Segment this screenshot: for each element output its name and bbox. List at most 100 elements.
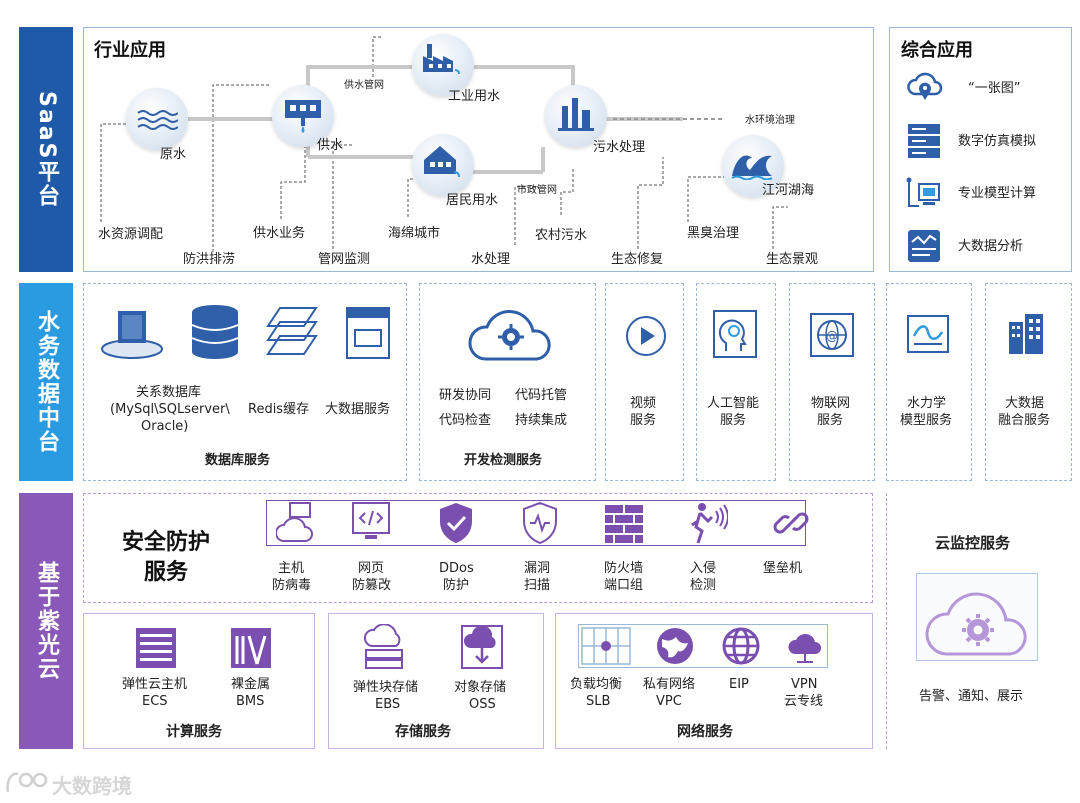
security-firewall-label-1: 防火墙 [604, 561, 644, 576]
network-services-title: 网络服务 [677, 724, 733, 740]
factory-icon [423, 44, 460, 75]
ai-service-label-2: 服务 [720, 413, 747, 428]
supply-business-label: 供水业务 [253, 226, 306, 241]
water-supply-icon [285, 100, 321, 133]
model-computing-icon [906, 177, 940, 207]
compute-ecs-label-2: ECS [142, 694, 168, 709]
compute-ecs-label-1: 弹性云主机 [122, 677, 188, 692]
security-firewall-label-2: 端口组 [604, 578, 644, 593]
integrated-application-title: 综合应用 [901, 40, 973, 61]
network-vpn-label-2: 云专线 [784, 694, 824, 709]
raw-water-label: 原水 [160, 147, 187, 162]
ziguang-cloud-band: 基于紫光云 [19, 493, 73, 749]
relational-database-label-1: 关系数据库 [136, 385, 202, 400]
hydraulic-model-panel [886, 283, 972, 481]
cloud-gear-icon [468, 310, 551, 361]
play-video-icon [626, 316, 666, 356]
security-intrusion-label-2: 检测 [690, 578, 717, 593]
cloud-location-icon [907, 72, 943, 100]
security-host-label-2: 防病毒 [272, 578, 312, 593]
water-environment-label: 水环境治理 [745, 115, 795, 126]
network-vpc-label-2: VPC [656, 694, 682, 709]
raw-water-node [126, 88, 188, 150]
flood-control-label: 防洪排涝 [183, 252, 236, 267]
integrated-item-simulation: 数字仿真模拟 [958, 134, 1037, 149]
iot-service-label-1: 物联网 [811, 396, 851, 411]
svg-text:@: @ [826, 329, 838, 343]
hydraulic-model-label-2: 模型服务 [900, 413, 953, 428]
rivers-lakes-label: 江河湖海 [762, 183, 815, 198]
redis-cache-icon [191, 305, 239, 359]
eip-globe-icon [722, 627, 760, 665]
cloud-monitor-title: 云监控服务 [935, 534, 1011, 552]
water-treatment-label: 水处理 [471, 252, 511, 267]
devops-item-ci: 持续集成 [515, 413, 568, 428]
iot-service-label-2: 服务 [817, 413, 844, 428]
storage-oss-label-1: 对象存储 [454, 680, 507, 695]
storage-oss-label-2: OSS [469, 697, 496, 712]
relational-database-label-2: (MySql\SQLserver\ [110, 402, 230, 417]
network-eip-label: EIP [729, 677, 749, 692]
network-slb-label-2: SLB [586, 694, 611, 709]
municipal-network-label: 市政管网 [517, 185, 557, 196]
oss-object-storage-icon [461, 625, 503, 669]
black-odor-label: 黑臭治理 [687, 226, 740, 241]
water-allocation-label: 水资源调配 [98, 227, 164, 242]
iot-globe-icon: @ [810, 313, 854, 357]
integrated-item-model: 专业模型计算 [958, 186, 1037, 201]
firewall-icon [605, 505, 643, 543]
security-web-label-2: 防篡改 [352, 578, 392, 593]
cloud-monitor-gear-icon [925, 592, 1027, 656]
data-analysis-icon [908, 230, 940, 262]
vulnerability-scan-icon [523, 501, 557, 545]
ebs-block-storage-icon [363, 624, 403, 669]
eco-landscape-label: 生态景观 [766, 252, 819, 267]
watermark-logo-icon [6, 772, 48, 793]
slb-load-balancer-icon [581, 627, 631, 665]
rural-sewage-label: 农村污水 [535, 228, 588, 243]
devops-services-panel [419, 283, 596, 481]
rivers-lakes-node [722, 135, 784, 197]
river-wave-icon [731, 155, 773, 180]
storage-ebs-label-1: 弹性块存储 [353, 680, 419, 695]
devops-item-hosting: 代码托管 [515, 388, 568, 403]
bigdata-fusion-label-2: 融合服务 [998, 413, 1051, 428]
ddos-shield-icon [440, 503, 472, 543]
bastion-host-icon [773, 512, 809, 534]
storage-ebs-label-2: EBS [375, 697, 401, 712]
host-antivirus-icon [276, 502, 313, 542]
relational-database-icon [101, 311, 163, 359]
devops-item-inspect: 代码检查 [439, 413, 492, 428]
compute-bms-label-2: BMS [236, 694, 265, 709]
security-ddos-label-2: 防护 [443, 578, 470, 593]
compute-services-title: 计算服务 [166, 724, 222, 740]
bigdata-service-label: 大数据服务 [325, 402, 391, 417]
residential-water-label: 居民用水 [446, 193, 499, 208]
security-host-label-1: 主机 [278, 561, 305, 576]
storage-services-title: 存储服务 [395, 724, 451, 740]
network-slb-label-1: 负载均衡 [570, 677, 623, 692]
watermark-text: 大数跨境 [52, 774, 132, 798]
bigdata-service-icon [346, 307, 390, 359]
water-supply-label: 供水 [317, 138, 344, 153]
treatment-plant-icon [558, 98, 594, 131]
water-wave-icon [137, 110, 178, 130]
storage-services-panel [328, 613, 544, 749]
ecs-server-icon [136, 628, 176, 668]
security-ddos-label-1: DDos [439, 561, 474, 576]
saas-platform-band: SaaS平台 [19, 27, 73, 272]
hydraulic-model-label-1: 水力学 [907, 396, 947, 411]
video-service-label-1: 视频 [630, 396, 657, 411]
security-web-label-1: 网页 [358, 561, 385, 576]
relational-database-label-3: Oracle) [141, 419, 189, 434]
water-data-center-label: 水务数据中台 [34, 310, 59, 454]
integrated-item-one-map: “一张图” [968, 81, 1021, 96]
redis-cache-label: Redis缓存 [248, 402, 310, 417]
bigdata-fusion-label-1: 大数据 [1005, 396, 1045, 411]
sewage-treatment-label: 污水处理 [593, 140, 646, 155]
ai-service-panel [696, 283, 776, 481]
ziguang-cloud-label: 基于紫光云 [34, 561, 59, 681]
intrusion-detection-icon [691, 503, 728, 544]
vpn-cloud-icon [788, 633, 821, 663]
security-title-line2: 服务 [144, 560, 189, 585]
